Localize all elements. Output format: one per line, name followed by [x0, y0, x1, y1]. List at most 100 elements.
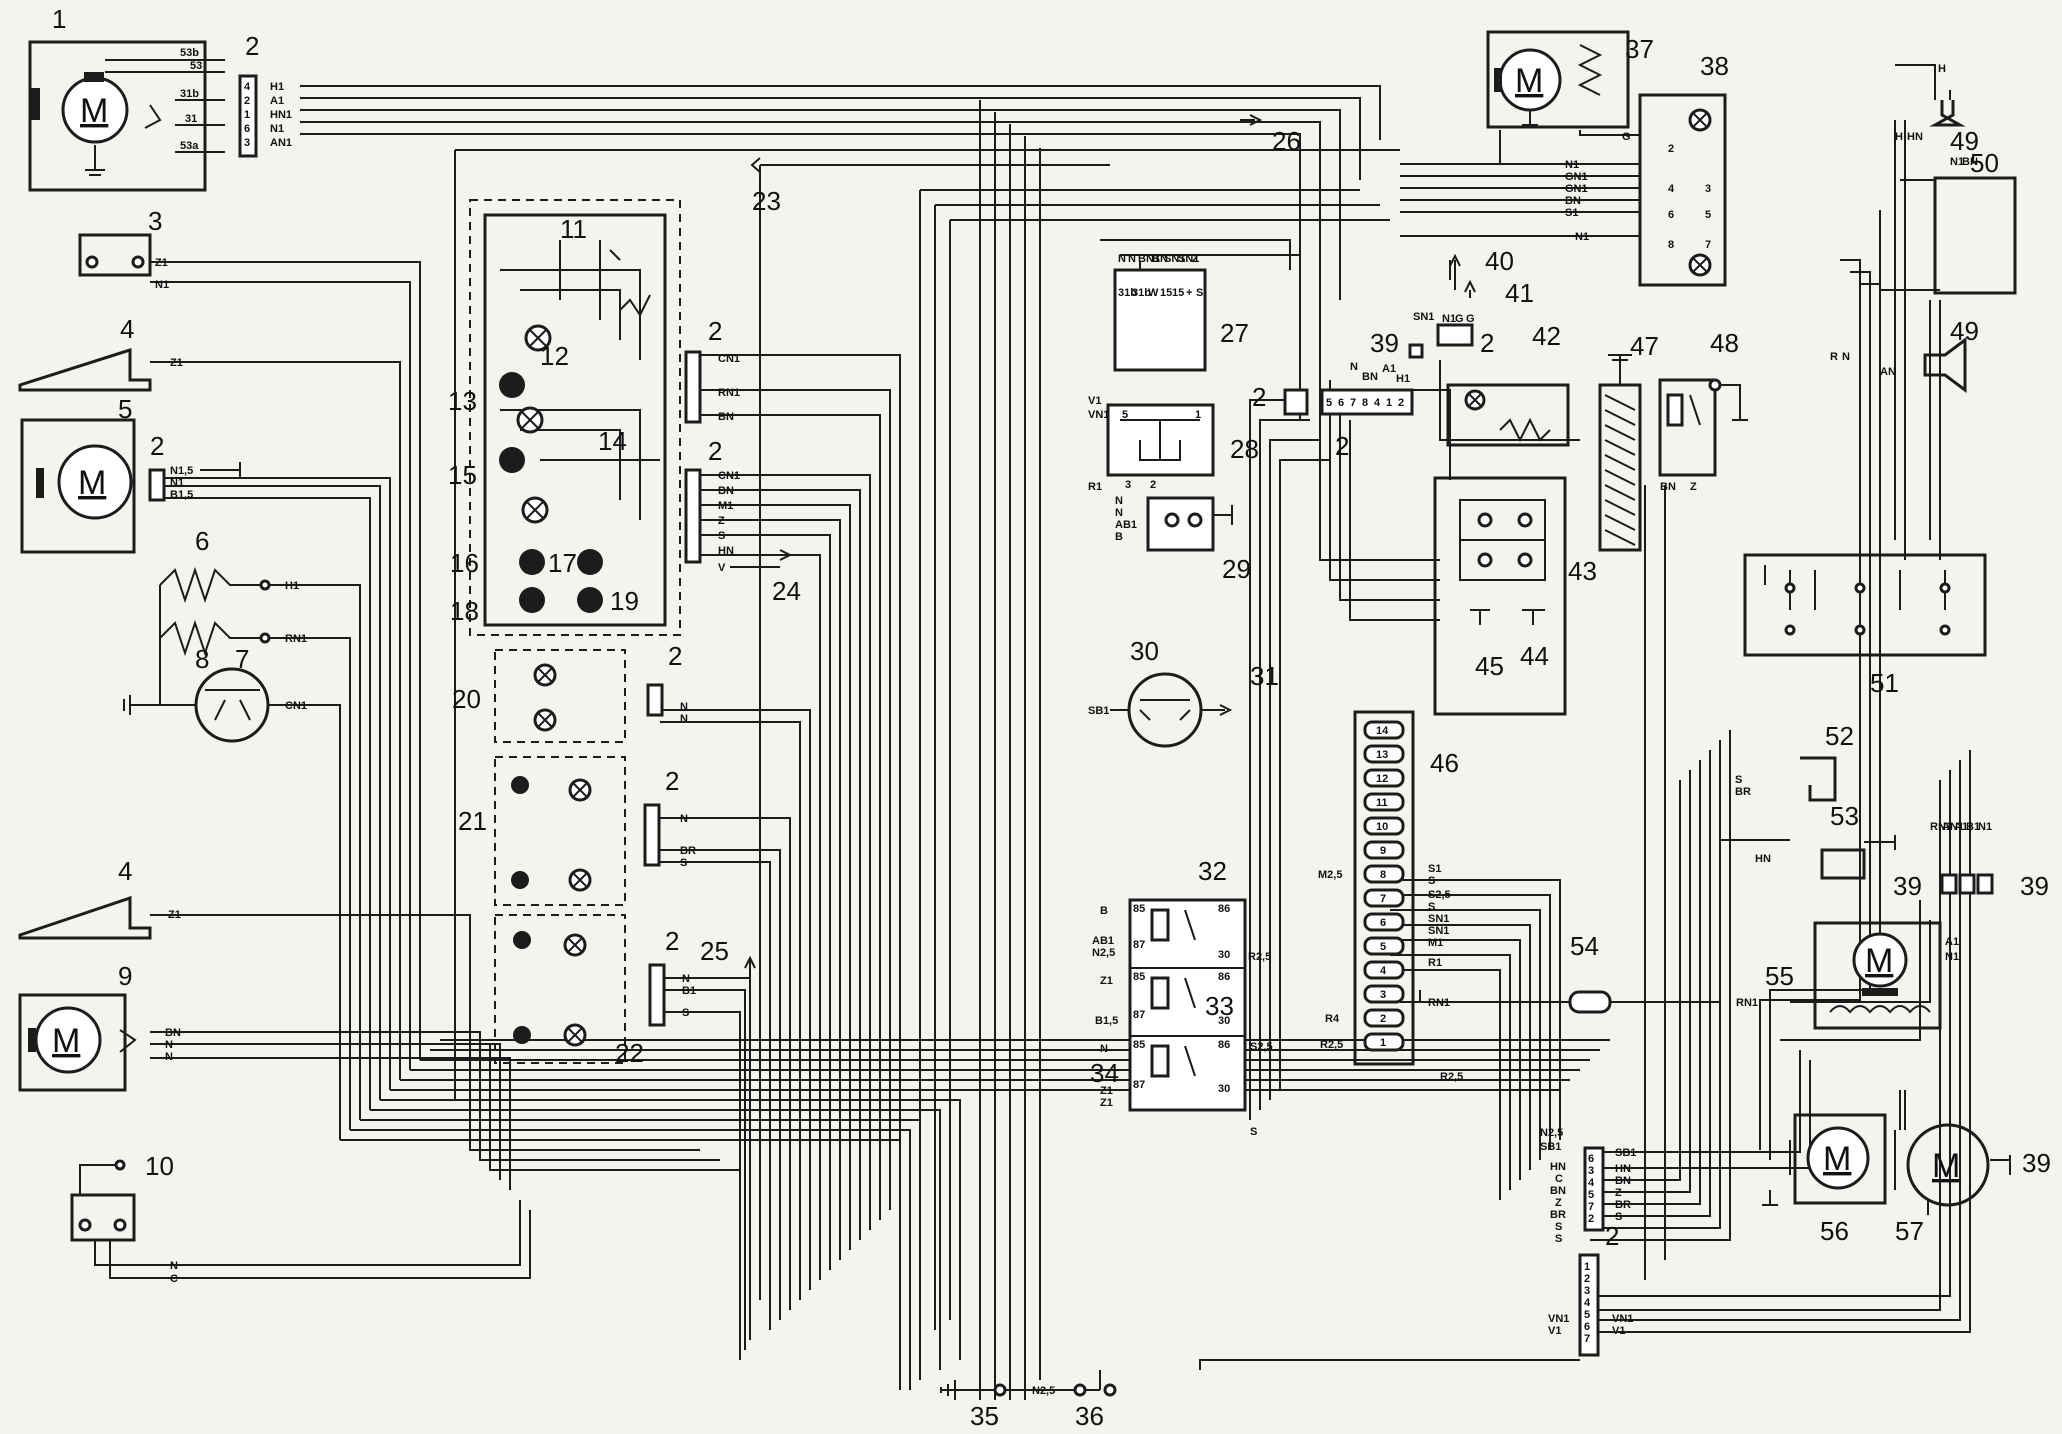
wire-code-label: N2,5 — [1092, 947, 1115, 959]
label-2-g20: 2 — [668, 641, 682, 671]
arrow-24: 24 — [730, 549, 801, 606]
wire-code-label: C — [170, 1273, 178, 1285]
wire-code-label: BN — [718, 411, 734, 423]
wire-code-label: 2 — [1588, 1213, 1594, 1225]
label-4-bottom: 4 — [118, 856, 132, 886]
wire-code-label: VN1 — [1088, 409, 1109, 421]
wire-code-label: N1 — [1945, 951, 1959, 963]
label-57: 57 — [1895, 1216, 1924, 1246]
wire-code-label: BN1 — [1138, 253, 1160, 265]
wire-code-label: V1 — [1612, 1325, 1625, 1337]
wire-code-label: H — [1938, 63, 1946, 75]
label-9: 9 — [118, 961, 132, 991]
wire-code-label: 86 — [1218, 903, 1230, 915]
label-17: 17 — [548, 548, 577, 578]
label-13: 13 — [448, 386, 477, 416]
instrument-cluster: 11 12 13 14 15 16 17 18 19 — [448, 199, 681, 636]
label-8: 8 — [195, 644, 209, 674]
wire-code-label: S — [1555, 1221, 1562, 1233]
label-30: 30 — [1130, 636, 1159, 666]
wire-code-label: SB1 — [1540, 1141, 1561, 1153]
wire-code-label: N — [1842, 351, 1850, 363]
label-2-42: 2 — [1480, 328, 1494, 358]
wire-code-label: R4 — [1325, 1013, 1340, 1025]
wire-code-label: C — [1555, 1173, 1563, 1185]
ground-35-36: N2,5 35 36 — [940, 1380, 1117, 1431]
wire-code-label: M1 — [718, 500, 733, 512]
label-49-top: 49 — [1950, 126, 1979, 156]
wire-code-label: RN1 — [1428, 997, 1450, 1009]
arrows-40-41: 40 41 — [1449, 246, 1534, 308]
arrow-23: 23 — [750, 157, 781, 216]
wire-code-label: S — [1196, 287, 1203, 299]
label-1: 1 — [52, 4, 66, 34]
wire-code-label: Z1 — [1100, 975, 1113, 987]
relay-bank-32-34: 85 86 87 30 85 86 87 30 85 86 87 30 B AB… — [1090, 856, 1273, 1138]
wire-code-label: 30 — [1218, 1015, 1230, 1027]
label-20: 20 — [452, 684, 481, 714]
relay-28: 5 1 3 2 V1 VN1 R1 28 — [1088, 395, 1259, 493]
wire-code-label: GN1 — [1565, 183, 1588, 195]
wire-code-label: 30 — [1218, 1083, 1230, 1095]
motor-55: M A1 N1 RN1 55 — [1736, 921, 1959, 1030]
wire-code-label: 8 — [1380, 869, 1386, 881]
label-52: 52 — [1825, 721, 1854, 751]
arrow-25: 25 — [700, 936, 756, 990]
wire-code-label: N — [682, 973, 690, 985]
wire-code-label: G — [1622, 131, 1631, 143]
wire-code-label: N1 — [1575, 231, 1589, 243]
wire-bus — [110, 85, 1971, 1400]
wire-code-label: AN — [1880, 366, 1896, 378]
wire-code-label: 31b — [1132, 287, 1151, 299]
wire-code-label: B — [1115, 531, 1123, 543]
wire-code-label: S — [680, 857, 687, 869]
label-44: 44 — [1520, 641, 1549, 671]
wire-code-label: 87 — [1133, 939, 1145, 951]
wire-code-label: 2 — [1150, 479, 1156, 491]
wire-code-label: BN — [1660, 481, 1676, 493]
label-54: 54 — [1570, 931, 1599, 961]
label-50: 50 — [1970, 148, 1999, 178]
wire-code-label: A1 — [1945, 936, 1959, 948]
wire-code-label: N1 — [1950, 156, 1964, 168]
wire-code-label: 15 — [1172, 287, 1184, 299]
wire-code-label: R2,5 — [1440, 1071, 1463, 1083]
wire-code-label: GN1 — [1565, 171, 1588, 183]
wire-code-label: V1 — [1088, 395, 1101, 407]
wire-code-label: 4 — [1374, 397, 1381, 409]
label-2-cluster-mid: 2 — [708, 436, 722, 466]
label-42: 42 — [1532, 321, 1561, 351]
label-56: 56 — [1820, 1216, 1849, 1246]
motor-letter: M — [1515, 62, 1543, 100]
wire-code-label: SN1 — [1178, 253, 1199, 265]
label-7: 7 — [235, 644, 249, 674]
switch-10: N C 10 — [70, 1151, 530, 1285]
wire-code-label: CN1 — [285, 700, 307, 712]
wire-code-label: N1 — [1978, 821, 1992, 833]
speaker-49-top: H H HN 49 — [1895, 63, 1979, 156]
wire-code-label: N1 — [270, 123, 284, 135]
wire-code-label: 2 — [1584, 1273, 1590, 1285]
wire-code-label: SN1 — [1428, 913, 1449, 925]
wire-code-label: 31 — [185, 113, 197, 125]
motor-57: M 57 39 — [1894, 1090, 2051, 1246]
wire-code-label: 7 — [1588, 1201, 1594, 1213]
label-2-g22: 2 — [665, 926, 679, 956]
wire-code-label: B1 — [682, 985, 696, 997]
label-53: 53 — [1830, 801, 1859, 831]
wire-code-label: N1 — [1442, 313, 1456, 325]
wire-code-label: N — [680, 713, 688, 725]
wire-code-label: BR — [1615, 1199, 1631, 1211]
label-46: 46 — [1430, 748, 1459, 778]
motor-56: M 56 — [1762, 1113, 1887, 1246]
wire-code-label: 7 — [1705, 239, 1711, 251]
wire-code-label: Z1 — [155, 257, 168, 269]
wire-code-label: 6 — [244, 123, 250, 135]
wire-code-label: S — [1428, 901, 1435, 913]
label-51: 51 — [1870, 668, 1899, 698]
wire-code-label: HN — [1615, 1163, 1631, 1175]
motor-letter: M — [1823, 1140, 1851, 1178]
wire-code-label: HN — [718, 545, 734, 557]
wire-code-label: S2,5 — [1250, 1041, 1273, 1053]
wire-code-label: 4 — [1584, 1297, 1591, 1309]
